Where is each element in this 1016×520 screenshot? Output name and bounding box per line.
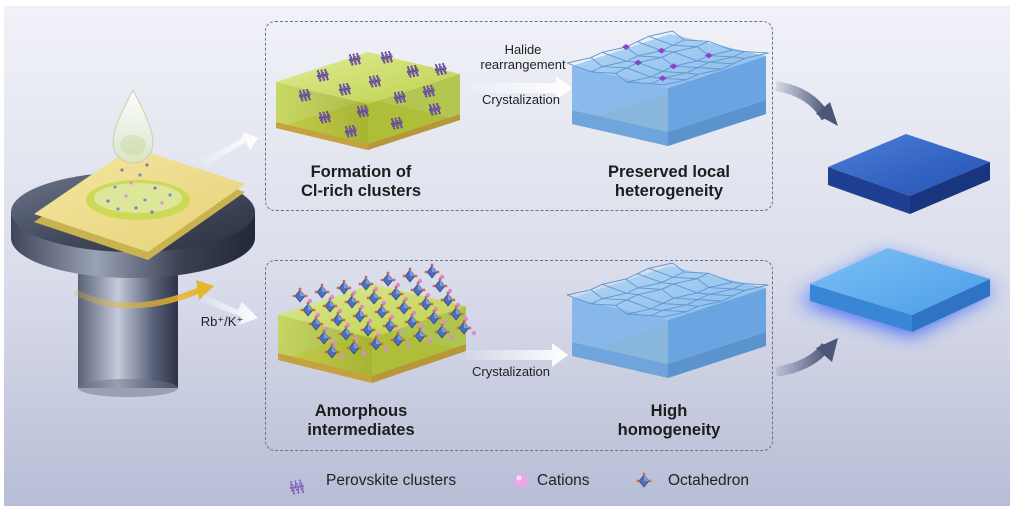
octahedron-mark bbox=[368, 335, 384, 351]
octahedron-mark bbox=[314, 283, 330, 299]
octahedron-mark bbox=[636, 472, 652, 488]
cl-rich-domain-mark bbox=[657, 47, 666, 54]
cl-rich-domain-mark bbox=[658, 75, 667, 82]
top-film-label: Formation of Cl-rich clusters bbox=[300, 163, 422, 200]
octahedron-mark bbox=[412, 327, 428, 343]
cation-mark bbox=[339, 354, 345, 360]
octahedron-mark bbox=[404, 313, 420, 329]
octahedron-icon bbox=[636, 472, 652, 488]
octahedron-mark bbox=[330, 311, 346, 327]
octahedron-mark bbox=[366, 289, 382, 305]
cl-rich-domain-mark bbox=[669, 63, 678, 70]
cluster-mark bbox=[344, 124, 357, 138]
cluster-mark bbox=[338, 82, 351, 96]
octahedron-mark bbox=[324, 343, 340, 359]
octahedron-mark bbox=[402, 267, 418, 283]
octahedron-mark bbox=[316, 329, 332, 345]
top-process-box bbox=[265, 21, 773, 211]
legend-label-octahedron: Octahedron bbox=[668, 472, 749, 489]
cation-mark bbox=[427, 338, 433, 344]
process-arrow-bottom bbox=[465, 343, 568, 367]
octahedron-mark bbox=[358, 275, 374, 291]
cluster-mark bbox=[393, 90, 406, 104]
octahedron-mark bbox=[380, 271, 396, 287]
top-result-label: Preserved local heterogeneity bbox=[608, 163, 730, 200]
octahedron-mark bbox=[360, 321, 376, 337]
cl-rich-domain-mark bbox=[704, 52, 713, 59]
cation-icon bbox=[514, 474, 528, 488]
octahedron-mark bbox=[344, 293, 360, 309]
bottom-film-label: Amorphous intermediates bbox=[307, 402, 415, 439]
amorphous-film bbox=[278, 263, 477, 383]
octahedron-mark bbox=[336, 279, 352, 295]
octahedron-mark bbox=[448, 305, 464, 321]
cation-mark bbox=[361, 350, 367, 356]
top-step-label-1: Halide bbox=[504, 42, 542, 57]
octahedron-mark bbox=[388, 285, 404, 301]
octahedron-mark bbox=[352, 307, 368, 323]
cation-mark bbox=[449, 334, 455, 340]
octahedron-mark bbox=[300, 301, 316, 317]
octahedron-mark bbox=[434, 323, 450, 339]
process-arrow-top bbox=[470, 76, 572, 100]
bottom-process-box bbox=[265, 260, 773, 451]
cluster-film bbox=[276, 50, 460, 150]
cation-mark bbox=[405, 342, 411, 348]
octahedron-mark bbox=[424, 263, 440, 279]
cluster-mark bbox=[434, 62, 447, 76]
octahedron-mark bbox=[322, 297, 338, 313]
cation-mark bbox=[383, 346, 389, 352]
final-dark-film bbox=[828, 134, 990, 214]
octahedron-mark bbox=[292, 287, 308, 303]
octahedron-mark bbox=[432, 277, 448, 293]
heterogeneous-crystal-film bbox=[566, 30, 769, 146]
octahedron-mark bbox=[346, 339, 362, 355]
final-glowing-film bbox=[798, 248, 996, 335]
cluster-mark bbox=[406, 64, 419, 78]
cluster-mark bbox=[298, 88, 311, 102]
cluster-mark bbox=[316, 68, 329, 82]
octahedron-mark bbox=[338, 325, 354, 341]
octahedron-mark bbox=[410, 281, 426, 297]
bottom-step-label: Crystalization bbox=[471, 364, 551, 379]
bottom-result-label: High homogeneity bbox=[617, 402, 721, 439]
rotation-arrow bbox=[73, 287, 202, 309]
legend-label-perovskite: Perovskite clusters bbox=[326, 472, 457, 489]
spin-coater bbox=[11, 88, 255, 397]
octahedron-mark bbox=[374, 303, 390, 319]
cluster-mark bbox=[390, 116, 403, 130]
cl-rich-domain-mark bbox=[622, 44, 630, 50]
legend-label-cations: Cations bbox=[537, 472, 590, 489]
cluster-mark bbox=[289, 479, 305, 495]
cluster-mark bbox=[380, 50, 393, 64]
cluster-mark bbox=[368, 74, 381, 88]
octahedron-mark bbox=[308, 315, 324, 331]
arrow-to-top-row bbox=[200, 132, 258, 166]
cation-mark bbox=[471, 330, 477, 336]
homogeneous-crystal-film bbox=[566, 262, 769, 378]
octahedron-mark bbox=[426, 309, 442, 325]
octahedron-mark bbox=[382, 317, 398, 333]
cluster-mark bbox=[428, 102, 441, 116]
cluster-mark bbox=[422, 84, 435, 98]
cluster-mark bbox=[318, 110, 331, 124]
top-step-label-3: Crystalization bbox=[481, 92, 561, 107]
octahedron-mark bbox=[456, 319, 472, 335]
arrow-to-bottom-row bbox=[200, 294, 258, 325]
cl-rich-domain-mark bbox=[634, 59, 643, 66]
octahedron-mark bbox=[396, 299, 412, 315]
octahedron-mark bbox=[390, 331, 406, 347]
octahedron-mark bbox=[440, 291, 456, 307]
octahedron-mark bbox=[418, 295, 434, 311]
additive-label: Rb⁺/K⁺ bbox=[200, 314, 244, 329]
cluster-mark bbox=[356, 104, 369, 118]
top-step-label-2: rearrangement bbox=[480, 57, 566, 72]
perovskite-cluster-icon bbox=[289, 479, 305, 495]
cluster-mark bbox=[348, 52, 361, 66]
